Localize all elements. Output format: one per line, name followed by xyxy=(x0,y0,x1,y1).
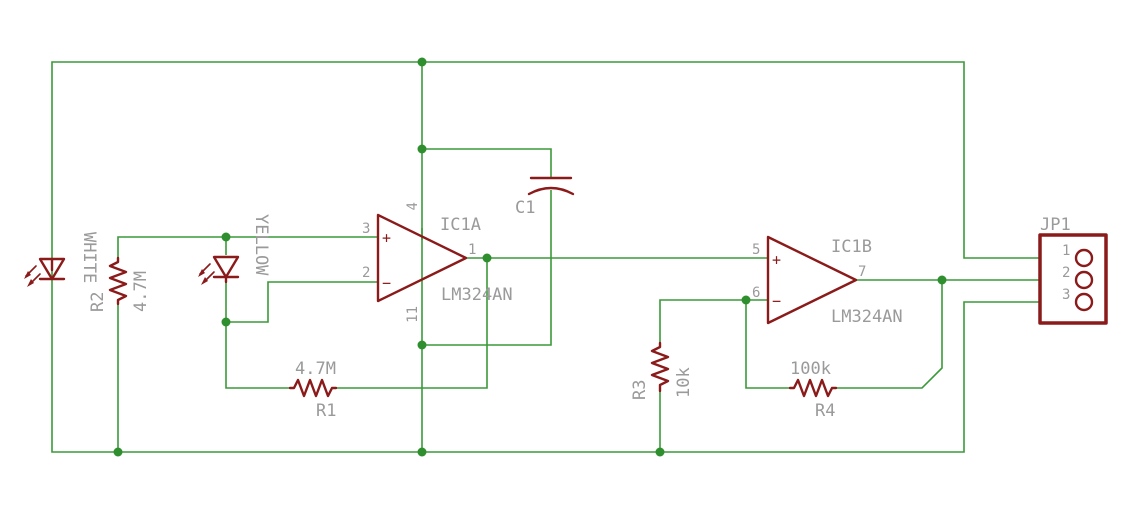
resistor-r3-name: R3 xyxy=(630,380,650,400)
pin-number: 3 xyxy=(362,221,370,237)
resistor-r4-name: R4 xyxy=(815,401,835,421)
wire-pin3 xyxy=(117,236,378,262)
led-yellow-label: YELLOW xyxy=(251,214,271,276)
wire-r4-left xyxy=(745,300,790,389)
wire-r4-right xyxy=(836,280,943,389)
pin-number: 3 xyxy=(1062,287,1070,303)
junction-dot xyxy=(741,295,751,305)
resistor-r2: R2 4.7M xyxy=(88,256,151,312)
light-emission-icon xyxy=(24,265,41,287)
junction-dot xyxy=(417,57,427,67)
led-white: WHITE xyxy=(24,232,99,287)
resistor-r2-name: R2 xyxy=(88,292,108,312)
junction-dot xyxy=(482,253,492,263)
pin-number: 1 xyxy=(468,242,476,258)
pin-number: 1 xyxy=(1062,243,1070,259)
pin-number: 4 xyxy=(405,202,421,210)
wire-top-rail xyxy=(51,61,1040,270)
junction-dot xyxy=(655,447,665,457)
resistor-r2-value: 4.7M xyxy=(131,271,151,312)
wire-pin2 xyxy=(225,280,378,323)
connector-pin-icon xyxy=(1074,270,1094,290)
opamp-ic1a-minus: − xyxy=(382,274,391,292)
junction-dot xyxy=(417,340,427,350)
connector-pin-icon xyxy=(1074,292,1094,312)
junction-dot xyxy=(113,447,123,457)
junction-dot xyxy=(417,447,427,457)
junction-dot xyxy=(937,275,947,285)
wire-r1-right xyxy=(334,258,488,389)
wire-c1-bottom xyxy=(422,190,552,346)
opamp-ic1b-name: IC1B xyxy=(831,237,872,257)
opamp-ic1a-name: IC1A xyxy=(440,215,481,235)
resistor-r4: 100k R4 xyxy=(788,359,838,421)
opamp-ic1a: + − 3 2 1 4 11 IC1A LM324AN xyxy=(362,202,513,323)
resistor-r4-value: 100k xyxy=(790,359,831,379)
junction-dot xyxy=(221,232,231,242)
junction-dot xyxy=(417,144,427,154)
pin-number: 5 xyxy=(752,242,760,258)
pin-number: 11 xyxy=(405,306,421,323)
wire-c1-top xyxy=(422,148,552,178)
pin-number: 7 xyxy=(858,264,866,280)
opamp-ic1a-part: LM324AN xyxy=(441,285,513,305)
led-yellow: YELLOW xyxy=(198,214,271,285)
opamp-ic1b-minus: − xyxy=(772,292,781,310)
junction-dot xyxy=(221,317,231,327)
opamp-ic1b-part: LM324AN xyxy=(831,307,903,327)
opamp-ic1b-plus: + xyxy=(772,251,781,269)
wire-bottom-rail xyxy=(51,270,1040,453)
wire-pin6 xyxy=(659,299,768,345)
opamp-ic1b: + − 5 6 7 IC1B LM324AN xyxy=(752,235,903,327)
pin-number: 6 xyxy=(752,285,760,301)
connector-pin-icon xyxy=(1074,248,1094,268)
connector-jp1-label: JP1 xyxy=(1040,215,1071,235)
connector-jp1: 1 2 3 JP1 xyxy=(1038,215,1108,325)
resistor-r3-value: 10k xyxy=(674,367,694,398)
capacitor-c1: C1 xyxy=(515,176,575,218)
pin-number: 2 xyxy=(362,265,370,281)
resistor-r1-name: R1 xyxy=(316,401,336,421)
light-emission-icon xyxy=(198,263,215,285)
resistor-r1: 4.7M R1 xyxy=(288,359,338,421)
capacitor-c1-label: C1 xyxy=(515,198,535,218)
pin-number: 2 xyxy=(1062,265,1070,281)
resistor-r3: R3 10k xyxy=(630,341,694,400)
led-white-label: WHITE xyxy=(79,232,99,283)
opamp-ic1a-plus: + xyxy=(382,229,391,247)
resistor-r1-value: 4.7M xyxy=(295,359,336,379)
junctions xyxy=(113,57,947,457)
wire-r1-left xyxy=(225,322,290,389)
wires xyxy=(51,61,1040,453)
